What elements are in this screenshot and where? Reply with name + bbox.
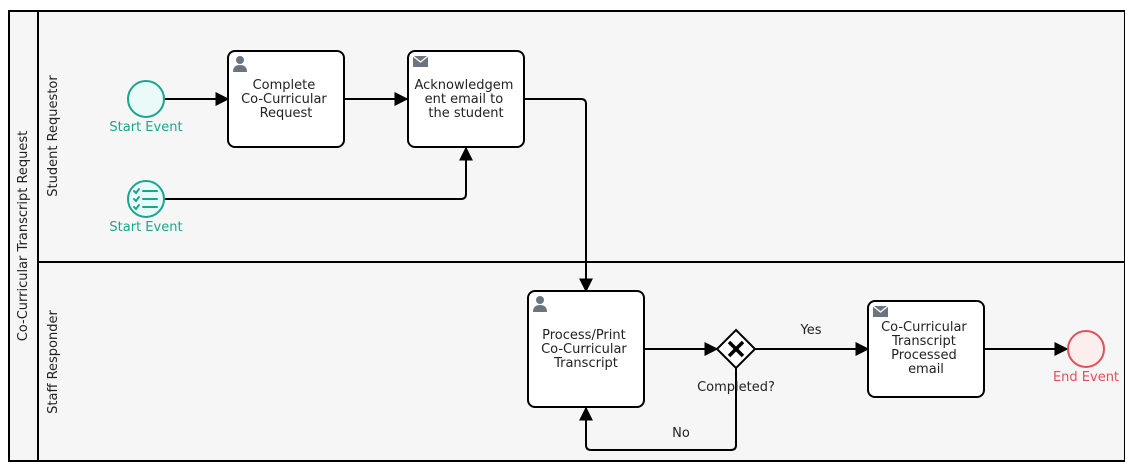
task-processed-email-line2: Transcript: [891, 334, 956, 349]
task-processed-email[interactable]: Co-Curricular Transcript Processed email: [867, 300, 985, 398]
task-complete-request-line2: Co-Curricular: [241, 92, 327, 107]
flow-ack-to-process[interactable]: [525, 98, 593, 293]
task-process-print[interactable]: Process/Print Co-Curricular Transcript: [527, 290, 645, 408]
start-event-2[interactable]: [127, 180, 165, 218]
svg-text:Process/Print Co-Curricu: Process/Print Co-Curricular Transcript: [541, 328, 631, 371]
flow-no-label: No: [672, 426, 690, 441]
task-complete-request[interactable]: Complete Co-Curricular Request: [227, 50, 345, 148]
svg-text:Acknowledgem ent email t: Acknowledgem ent email to the student: [414, 78, 517, 121]
svg-text:Co-Curricular Transcript: Co-Curricular Transcript Processed email: [881, 320, 971, 377]
lane-label-staff-responder: Staff Responder: [46, 310, 61, 414]
task-processed-email-line3: Processed: [891, 348, 957, 363]
start-event-1[interactable]: [127, 80, 165, 118]
task-process-print-line2: Co-Curricular: [541, 342, 627, 357]
flow-gateway-no[interactable]: [579, 368, 737, 451]
user-icon: [533, 296, 547, 312]
task-ack-email-line1: Acknowledgem: [414, 78, 513, 93]
flow-yes-label: Yes: [800, 323, 822, 338]
user-icon: [233, 56, 247, 72]
task-processed-email-line1: Co-Curricular: [881, 320, 967, 335]
end-event-label: End Event: [1053, 370, 1119, 385]
checklist-icon: [133, 188, 158, 211]
task-ack-email[interactable]: Acknowledgem ent email to the student: [407, 50, 525, 148]
task-ack-email-line3: the student: [428, 106, 503, 121]
task-process-print-line3: Transcript: [553, 356, 618, 371]
svg-text:Complete Co-Curricular: Complete Co-Curricular Request: [241, 78, 331, 121]
pool-label: Co-Curricular Transcript Request: [16, 131, 31, 342]
task-complete-request-line3: Request: [260, 106, 313, 121]
task-complete-request-line1: Complete: [253, 78, 316, 93]
envelope-icon: [412, 55, 429, 67]
sequence-flows: [164, 92, 1069, 451]
end-event[interactable]: [1067, 330, 1105, 368]
flow-start2-to-ack[interactable]: [164, 146, 473, 200]
task-processed-email-line4: email: [908, 362, 944, 377]
lane-label-student-requestor: Student Requestor: [46, 75, 61, 197]
start-event-2-label: Start Event: [109, 220, 182, 235]
task-ack-email-line2: ent email to: [425, 92, 504, 107]
gateway-label: Completed?: [697, 380, 775, 395]
envelope-icon: [872, 305, 889, 317]
lane-student-requestor[interactable]: Student Requestor: [38, 75, 1125, 263]
exclusive-gateway[interactable]: [715, 328, 757, 370]
x-mark-icon: [727, 340, 745, 358]
task-process-print-line1: Process/Print: [542, 328, 626, 343]
start-event-1-label: Start Event: [109, 120, 182, 135]
lane-staff-responder[interactable]: Staff Responder: [46, 310, 61, 414]
